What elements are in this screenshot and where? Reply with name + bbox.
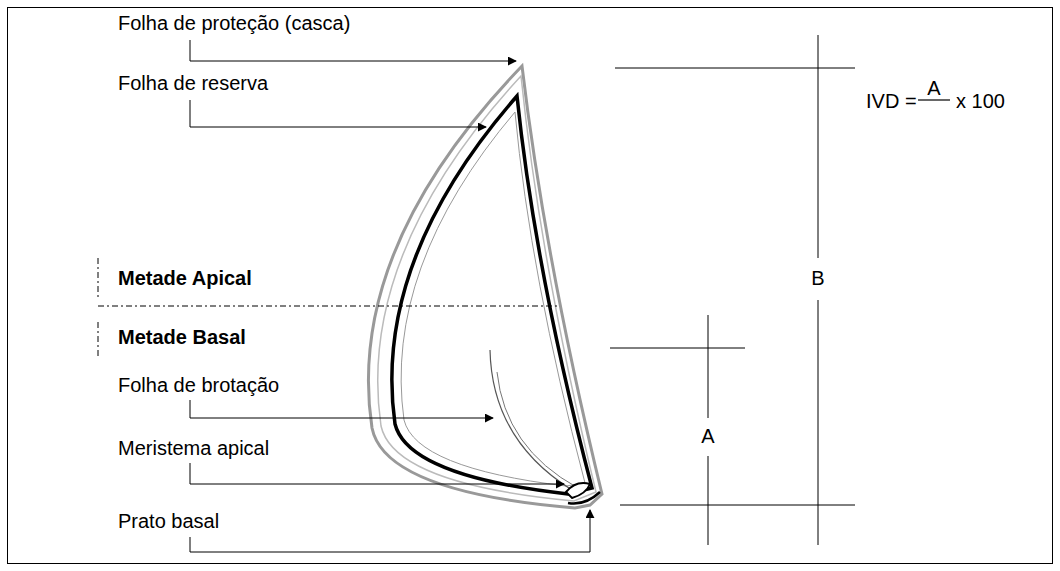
dimension-line [818,300,819,545]
reserve-leaf [392,96,592,494]
dimension-line [708,315,709,418]
division-line [98,258,99,300]
part-label: Meristema apical [118,437,269,460]
division-line [98,306,558,307]
region-label: Metade Basal [118,326,246,349]
sprouting-leaf [497,372,578,488]
frame [8,8,1053,564]
part-label: Folha de proteção (casca) [118,12,350,35]
basal-plate [568,492,600,504]
fraction-bar [918,99,950,100]
dimension-line [610,348,745,349]
reserve-leaf-inner [401,112,585,486]
leader-line [190,463,564,484]
division-line [98,322,99,356]
region-label: Metade Apical [118,267,252,290]
protection-leaf-inner [378,76,596,501]
formula-text: x 100 [956,90,1005,113]
dimension-label: A [701,425,714,448]
part-label: Prato basal [118,510,219,533]
part-label: Folha de reserva [118,72,268,95]
dimension-label: B [811,267,824,290]
dimension-line [708,456,709,545]
leader-line [190,100,486,127]
leader-line [190,40,516,61]
protection-leaf [368,66,602,508]
dimension-line [620,505,855,506]
apical-meristem [566,483,590,498]
part-label: Folha de brotação [118,374,279,397]
dimension-line [615,68,855,69]
formula-text: IVD = [866,90,917,113]
sprouting-leaf [490,350,572,490]
leader-line [190,510,590,552]
formula-text: A [927,77,940,100]
dimension-line [818,35,819,258]
leader-line [190,400,493,418]
